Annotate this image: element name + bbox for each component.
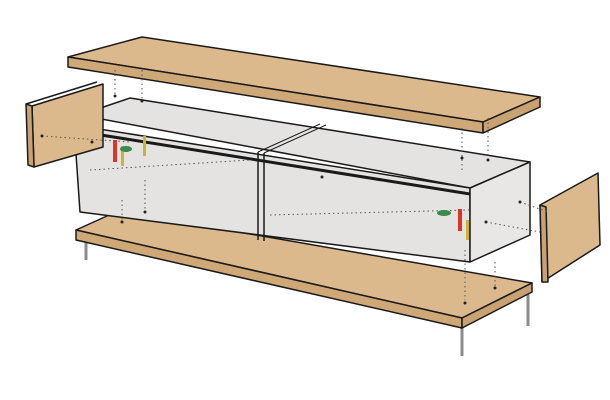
bottom-panel (75, 210, 533, 329)
cam-lock-icon (120, 146, 132, 152)
cabinet-body (73, 97, 531, 263)
cam-lock-icon (437, 210, 451, 216)
dowel-icon (113, 140, 117, 162)
top-panel (67, 36, 541, 134)
fittings (113, 136, 469, 240)
right-side-panel (539, 172, 601, 283)
hole-markers (40, 94, 522, 305)
screw-icon (143, 136, 146, 156)
left-side-panel (25, 81, 104, 168)
screw-icon (121, 146, 124, 166)
screw-icon (466, 220, 469, 240)
guide-lines (41, 70, 549, 300)
dowel-icon (458, 209, 462, 231)
